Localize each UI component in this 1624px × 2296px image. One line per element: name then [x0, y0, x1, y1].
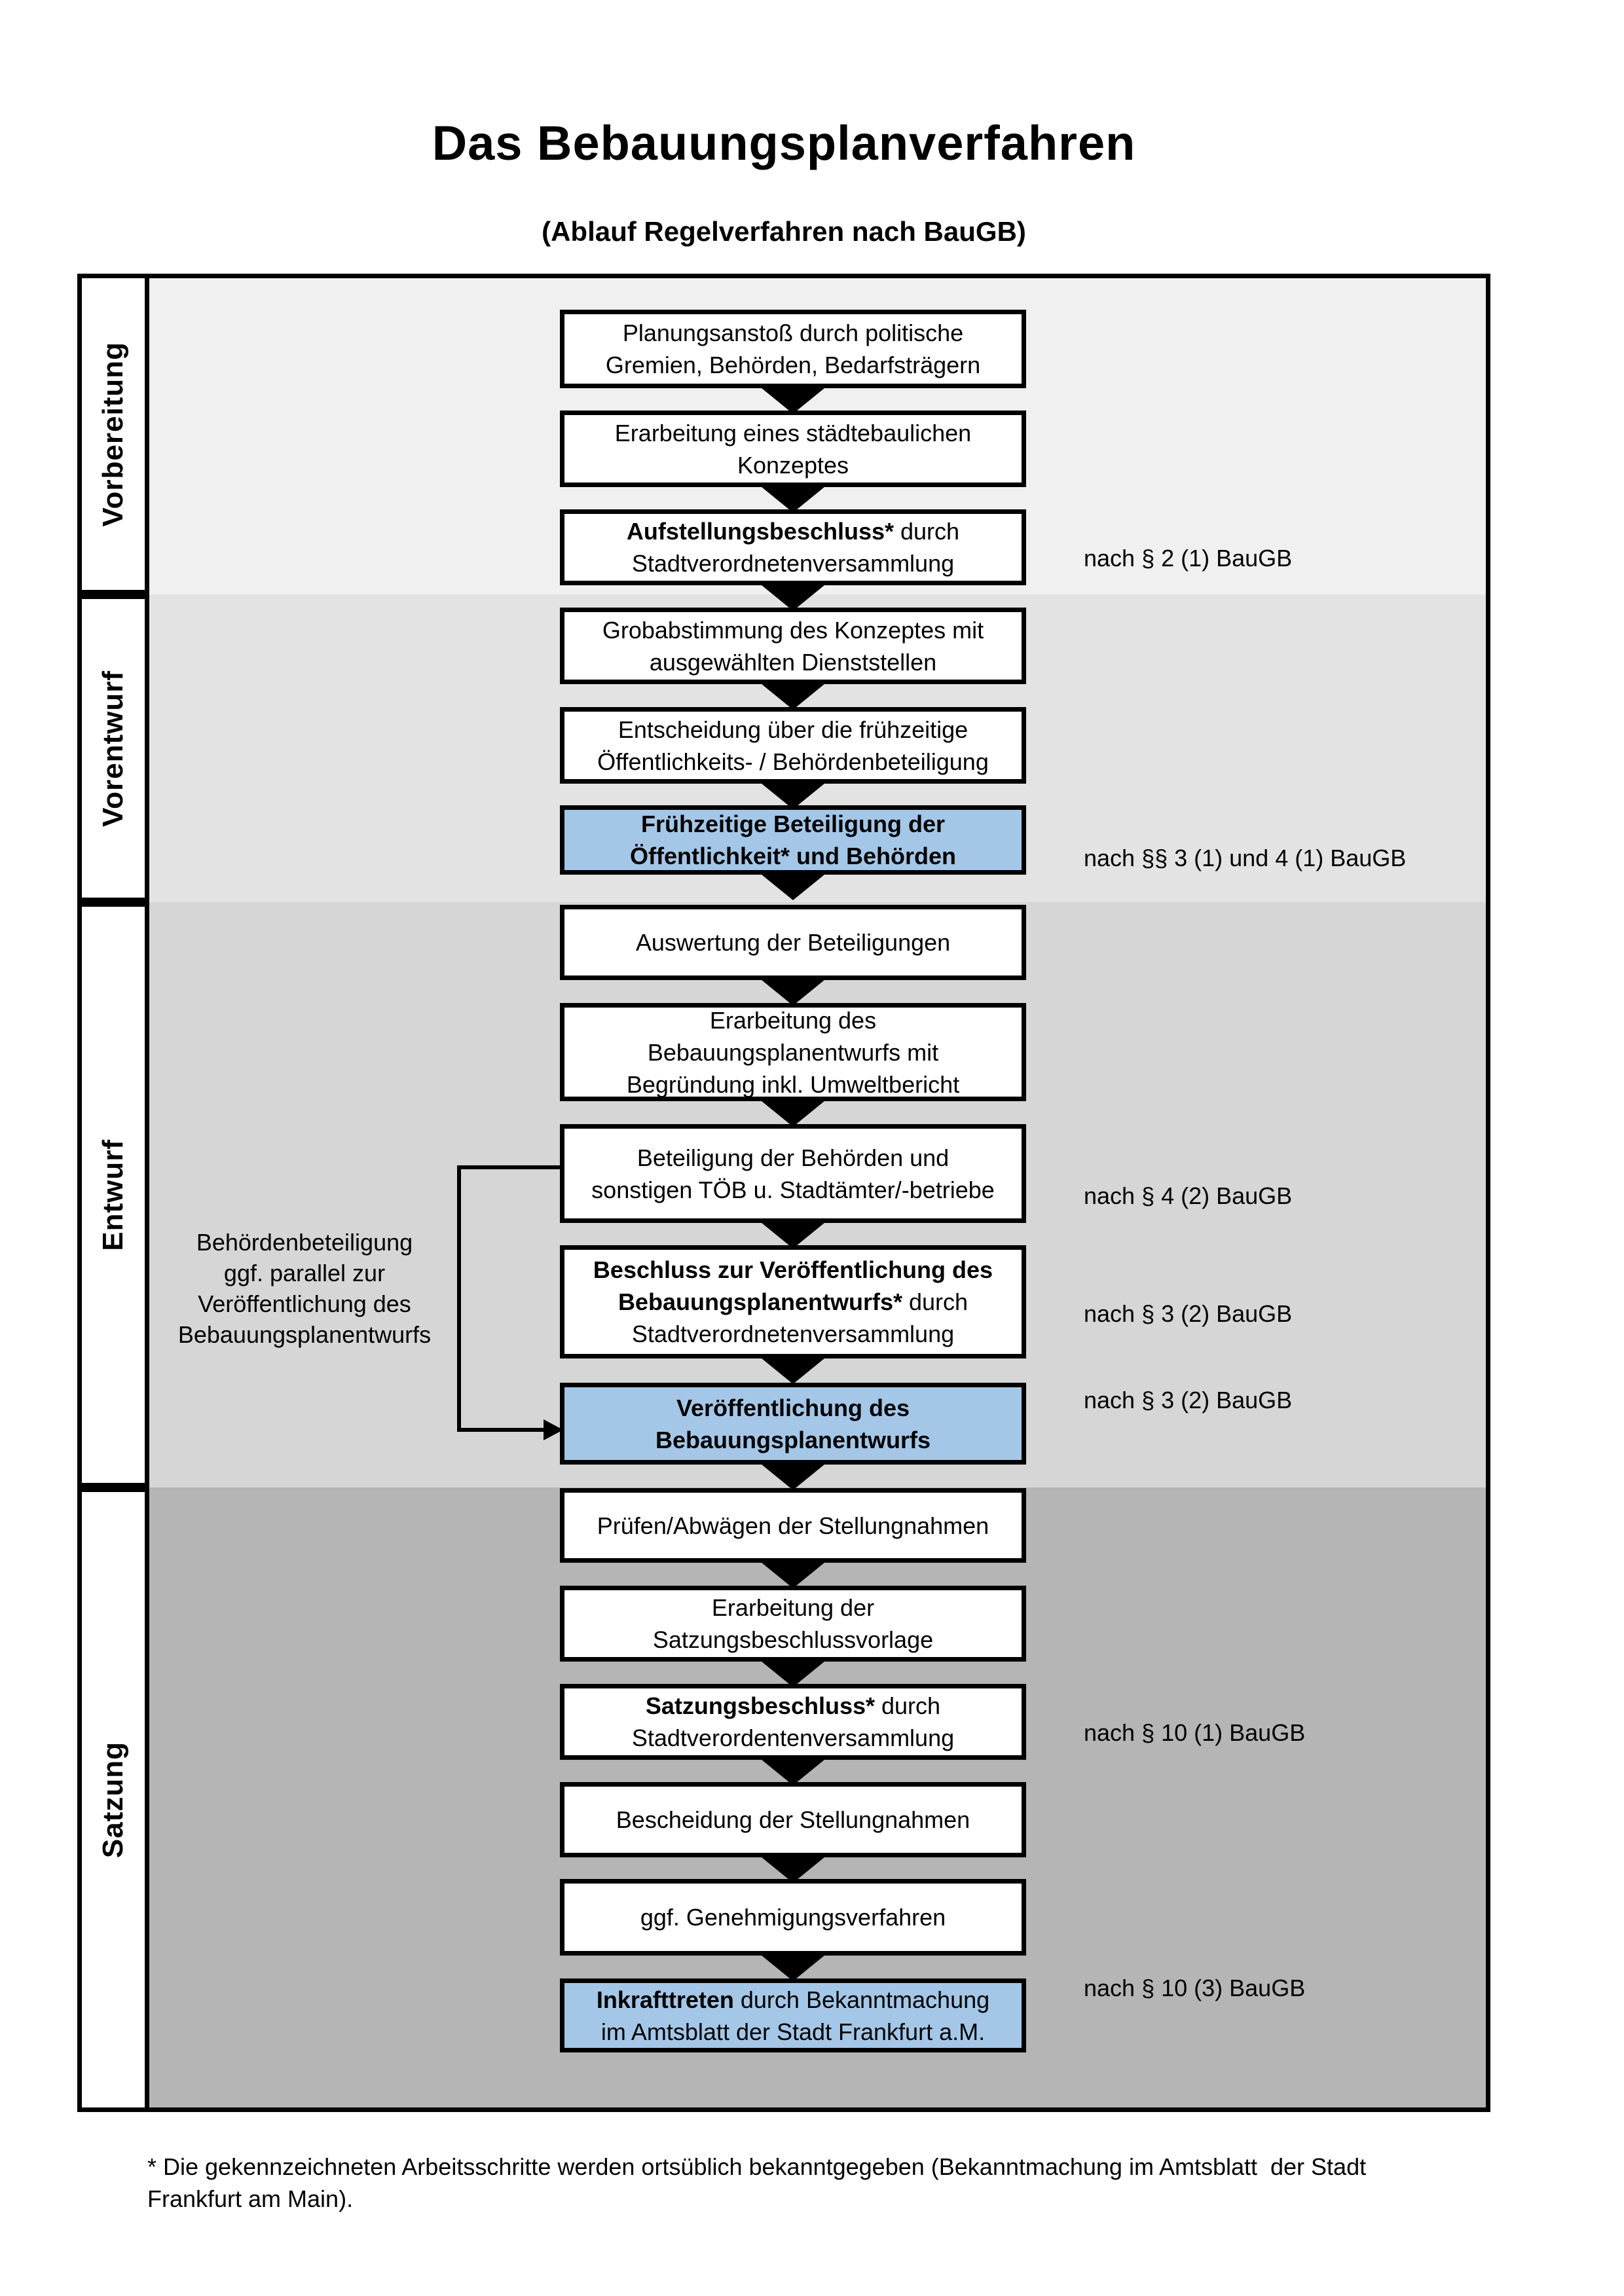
- flow-box-text: Bebauungsplanentwurfs mit: [647, 1038, 939, 1066]
- footnote: * Die gekennzeichneten Arbeitsschritte w…: [147, 2153, 1367, 2212]
- down-arrow-icon: [758, 681, 828, 710]
- phase-label-entwurf: Entwurf: [77, 902, 149, 1487]
- down-arrow-icon: [758, 1461, 828, 1490]
- legal-reference: nach § 10 (1) BauGB: [1084, 1719, 1306, 1746]
- flow-box-text: Satzungsbeschluss*: [645, 1692, 876, 1719]
- flow-box-text: Bescheidung der Stellungnahmen: [616, 1806, 970, 1833]
- flow-box-text: Auswertung der Beteiligungen: [635, 929, 951, 956]
- flow-box-text: Frühzeitige Beteiligung der: [640, 811, 946, 837]
- legal-reference: nach § 4 (2) BauGB: [1084, 1182, 1293, 1209]
- flow-box-text: sonstigen TÖB u. Stadtämter/-betriebe: [591, 1176, 995, 1203]
- flow-box-text: ausgewählten Dienststellen: [649, 648, 937, 676]
- flow-box-text: Gremien, Behörden, Bedarfsträgern: [605, 352, 981, 378]
- flow-box: Auswertung der Beteiligungen: [560, 905, 1026, 980]
- down-arrow-icon: [758, 871, 828, 900]
- down-arrow-icon: [758, 1355, 828, 1384]
- flow-box-text: Erarbeitung eines städtebaulichen: [614, 419, 972, 446]
- flow-box-text: Erarbeitung des: [709, 1006, 877, 1034]
- flow-box-text: Stadtverordnetenversammlung: [631, 550, 955, 577]
- legal-reference: nach § 3 (2) BauGB: [1084, 1300, 1293, 1327]
- flow-box: ggf. Genehmigungsverfahren: [560, 1879, 1026, 1956]
- flow-box-text: im Amtsblatt der Stadt Frankfurt a.M.: [600, 2018, 986, 2045]
- phase-label-text: Vorbereitung: [97, 341, 129, 527]
- bracket-line-bottom: [457, 1428, 544, 1432]
- flow-box-text: Öffentlichkeit* und Behörden: [629, 843, 957, 869]
- down-arrow-icon: [758, 780, 828, 809]
- flow-box-text: Entscheidung über die frühzeitige: [618, 716, 969, 743]
- down-arrow-icon: [758, 1220, 828, 1248]
- flow-box-text: durch: [902, 1288, 969, 1315]
- down-arrow-icon: [758, 1559, 828, 1588]
- flow-box-text: Prüfen/Abwägen der Stellungnahmen: [597, 1512, 989, 1539]
- down-arrow-icon: [758, 1098, 828, 1127]
- flow-box-text: Begründung inkl. Umweltbericht: [626, 1070, 960, 1098]
- flow-box-text: Öffentlichkeits- / Behördenbeteiligung: [597, 748, 989, 775]
- flow-box-text: Bebauungsplanentwurfs: [655, 1426, 931, 1453]
- legal-reference: nach §§ 3 (1) und 4 (1) BauGB: [1084, 845, 1407, 871]
- flow-box-text: durch Bekanntmachung: [733, 1986, 990, 2013]
- flow-box: Prüfen/Abwägen der Stellungnahmen: [560, 1488, 1026, 1563]
- phase-label-text: Vorentwurf: [97, 670, 129, 827]
- flow-box-text: Aufstellungsbeschluss*: [626, 518, 895, 545]
- page-subtitle: (Ablauf Regelverfahren nach BauGB): [542, 216, 1026, 247]
- phase-label-text: Satzung: [97, 1741, 129, 1859]
- flow-box-text: Satzungsbeschlussvorlage: [652, 1626, 934, 1653]
- flow-box-text: Stadtverordentenversammlung: [631, 1724, 955, 1751]
- down-arrow-icon: [758, 1854, 828, 1883]
- down-arrow-icon: [758, 1658, 828, 1687]
- down-arrow-icon: [758, 1952, 828, 1981]
- down-arrow-icon: [758, 1757, 828, 1785]
- down-arrow-icon: [758, 582, 828, 611]
- side-annotation: Behördenbeteiligung ggf. parallel zur Ve…: [177, 1229, 432, 1348]
- page-title: Das Bebauungsplanverfahren: [432, 116, 1136, 170]
- flow-box-text: Erarbeitung der: [711, 1594, 875, 1621]
- bracket-line-top: [457, 1165, 562, 1169]
- flow-box-text: durch: [894, 518, 960, 545]
- flow-box: Grobabstimmung des Konzeptes mit ausgewäh…: [560, 608, 1026, 684]
- legal-reference: nach § 3 (2) BauGB: [1084, 1387, 1293, 1413]
- down-arrow-icon: [758, 977, 828, 1006]
- flow-box-text: Inkrafttreten: [596, 1986, 734, 2013]
- flow-box: Bescheidung der Stellungnahmen: [560, 1782, 1026, 1857]
- flow-box-text: ggf. Genehmigungsverfahren: [640, 1904, 946, 1931]
- phase-label-vorbereitung: Vorbereitung: [77, 274, 149, 594]
- phase-label-text: Entwurf: [97, 1139, 129, 1251]
- flow-box-highlighted: Inkrafttreten durch Bekanntmachung im Amt…: [560, 1978, 1026, 2052]
- down-arrow-icon: [758, 484, 828, 513]
- flow-box-text: Bebauungsplanentwurfs*: [618, 1288, 902, 1315]
- phase-label-satzung: Satzung: [77, 1487, 149, 2112]
- flow-box-text: Beschluss zur Veröffentlichung des: [593, 1256, 993, 1283]
- legal-reference: nach § 2 (1) BauGB: [1084, 545, 1293, 572]
- flow-box-text: Stadtverordnetenversammlung: [631, 1321, 955, 1347]
- flow-box-text: Veröffentlichung des: [676, 1394, 910, 1421]
- flow-box-text: Konzeptes: [737, 451, 849, 479]
- down-arrow-icon: [758, 385, 828, 414]
- flow-box: Beteiligung der Behörden und sonstigen TÖ…: [560, 1124, 1026, 1223]
- flow-box-text: Planungsanstoß durch politische: [622, 319, 964, 346]
- flow-box-text: Grobabstimmung des Konzeptes mit: [602, 616, 984, 644]
- legal-reference: nach § 10 (3) BauGB: [1084, 1975, 1306, 2001]
- phase-label-vorentwurf: Vorentwurf: [77, 594, 149, 902]
- flow-box-text: durch: [875, 1692, 941, 1719]
- bracket-line-vertical: [457, 1165, 461, 1432]
- flow-box-text: Beteiligung der Behörden und: [637, 1144, 950, 1171]
